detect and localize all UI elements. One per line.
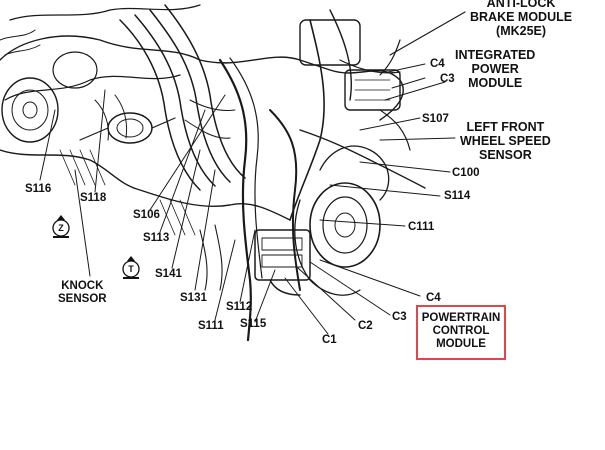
label-c3-bottom: C3 xyxy=(392,311,407,323)
label-left-front-wheel-speed-sensor: LEFT FRONT WHEEL SPEED SENSOR xyxy=(460,120,551,162)
label-anti-lock-brake-module: ANTI-LOCK BRAKE MODULE (MK25E) xyxy=(470,0,573,38)
label-c3-top: C3 xyxy=(440,73,455,85)
label-c100: C100 xyxy=(452,167,480,179)
label-s118: S118 xyxy=(80,192,107,204)
label-c1: C1 xyxy=(322,334,337,346)
label-s113: S113 xyxy=(143,232,170,244)
label-s106: S106 xyxy=(133,209,160,221)
view-z-icon: Z xyxy=(48,215,74,241)
label-integrated-power-module: INTEGRATED POWER MODULE xyxy=(455,48,536,90)
label-s131: S131 xyxy=(180,292,207,304)
label-knock-sensor: KNOCK SENSOR xyxy=(58,280,107,305)
view-t-icon: T xyxy=(118,256,144,282)
label-c4-top: C4 xyxy=(430,58,445,70)
label-s107: S107 xyxy=(422,113,449,125)
label-s114: S114 xyxy=(444,190,471,202)
label-s115: S115 xyxy=(240,318,267,330)
label-s116: S116 xyxy=(25,183,52,195)
label-c2: C2 xyxy=(358,320,373,332)
label-s111: S111 xyxy=(198,320,224,332)
label-powertrain-control-module: POWERTRAIN CONTROL MODULE xyxy=(421,312,501,350)
powertrain-control-module-highlight: POWERTRAIN CONTROL MODULE xyxy=(416,305,506,360)
label-s141: S141 xyxy=(155,268,182,280)
label-c111: C111 xyxy=(408,221,435,233)
label-s112: S112 xyxy=(226,301,253,313)
label-c4-bottom: C4 xyxy=(426,292,441,304)
